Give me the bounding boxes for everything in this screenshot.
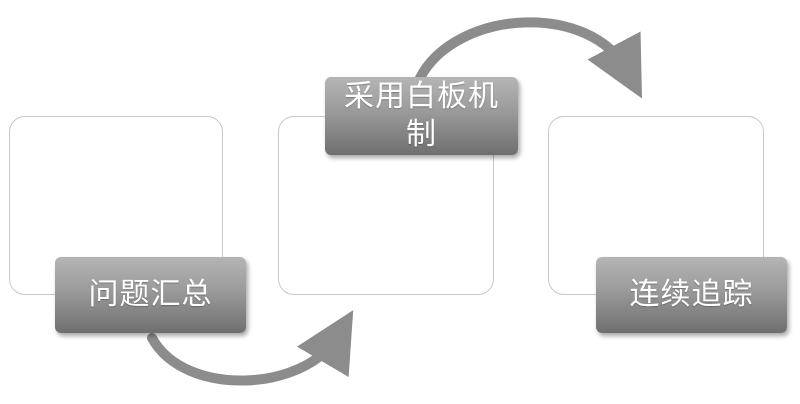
step-1-label-box: 问题汇总	[55, 257, 246, 333]
step-1-label: 问题汇总	[88, 277, 213, 312]
step-3-label: 连续追踪	[629, 277, 754, 312]
step-2-label-box: 采用白板机制	[325, 77, 518, 155]
arrow-step1-to-step2	[147, 310, 354, 386]
step-3-label-box: 连续追踪	[596, 257, 787, 333]
arrow-step2-to-step3	[415, 17, 643, 99]
step-2-label: 采用白板机制	[344, 79, 499, 152]
